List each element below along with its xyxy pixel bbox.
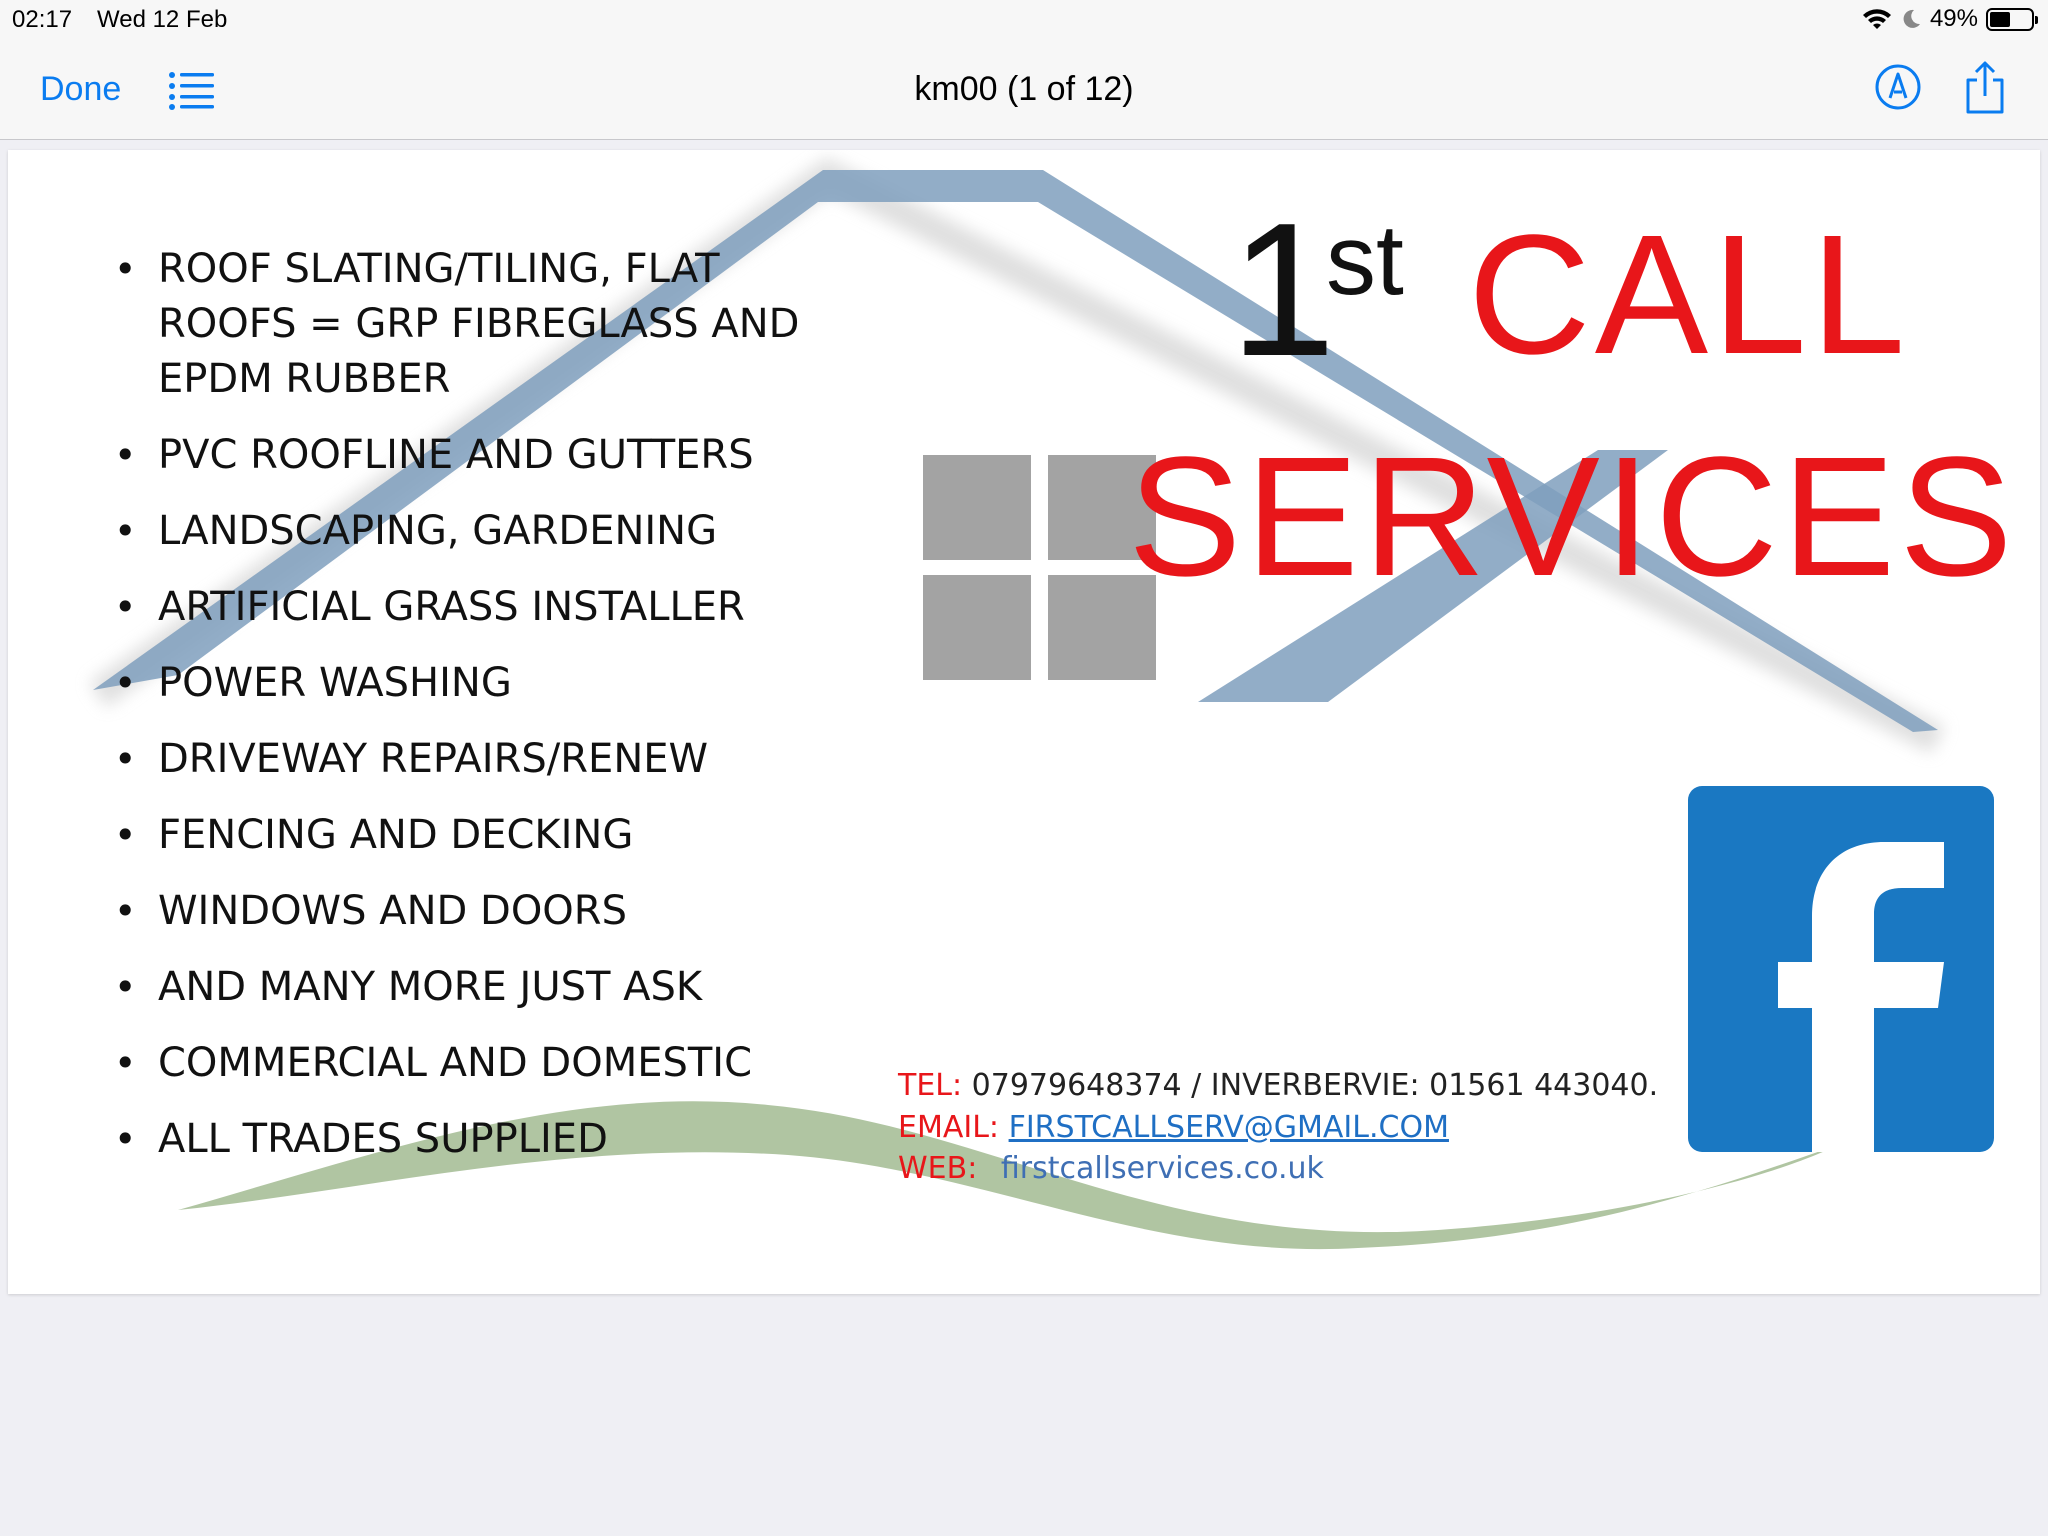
status-bar: 02:17 Wed 12 Feb 49% [0, 0, 2048, 40]
email-label: EMAIL: [898, 1110, 1000, 1145]
web-link[interactable]: firstcallservices.co.uk [1000, 1151, 1324, 1186]
moon-icon [1903, 9, 1920, 28]
status-date: Wed 12 Feb [97, 6, 228, 33]
contact-web: WEB: firstcallservices.co.uk [898, 1151, 1324, 1186]
service-item: LANDSCAPING, GARDENING [108, 504, 828, 559]
nav-bar: Done km00 (1 of 12) [0, 40, 2048, 140]
done-button[interactable]: Done [40, 70, 122, 108]
brand-suffix: st [1326, 204, 1404, 316]
battery-percent: 49% [1929, 5, 1978, 32]
tel-label: TEL: [898, 1068, 963, 1103]
service-item: AND MANY MORE JUST ASK [108, 960, 828, 1015]
service-item: ROOF SLATING/TILING, FLAT ROOFS = GRP FI… [108, 242, 828, 407]
brand-number: 1 [1230, 184, 1336, 396]
services-list: ROOF SLATING/TILING, FLAT ROOFS = GRP FI… [108, 242, 828, 1188]
markup-icon [1875, 64, 1921, 110]
list-icon [169, 72, 214, 110]
status-time: 02:17 [12, 6, 73, 33]
brand-word-services: SERVICES [1128, 422, 2017, 612]
list-button[interactable] [168, 70, 218, 110]
service-item: COMMERCIAL AND DOMESTIC [108, 1036, 828, 1091]
facebook-icon [1778, 842, 1944, 1152]
status-indicators: 49% [1862, 5, 2038, 33]
contact-tel: TEL: 07979648374 / INVERBERVIE: 01561 44… [898, 1068, 1658, 1103]
share-icon [1966, 61, 2004, 114]
document-page[interactable]: ROOF SLATING/TILING, FLAT ROOFS = GRP FI… [8, 150, 2040, 1294]
share-button[interactable] [1963, 60, 2007, 116]
brand-word-call: CALL [1468, 200, 1910, 390]
service-item: ALL TRADES SUPPLIED [108, 1112, 828, 1167]
service-item: WINDOWS AND DOORS [108, 884, 828, 939]
service-item: ARTIFICIAL GRASS INSTALLER [108, 580, 828, 635]
contact-email: EMAIL: FIRSTCALLSERV@GMAIL.COM [898, 1110, 1449, 1145]
document-title: km00 (1 of 12) [914, 70, 1134, 108]
facebook-logo[interactable] [1688, 786, 1994, 1152]
battery-icon [1986, 7, 2038, 31]
service-item: PVC ROOFLINE AND GUTTERS [108, 428, 828, 483]
markup-button[interactable] [1873, 62, 1923, 112]
service-item: FENCING AND DECKING [108, 808, 828, 863]
web-label: WEB: [898, 1151, 978, 1186]
service-item: POWER WASHING [108, 656, 828, 711]
email-link[interactable]: FIRSTCALLSERV@GMAIL.COM [1008, 1110, 1449, 1145]
service-item: DRIVEWAY REPAIRS/RENEW [108, 732, 828, 787]
wifi-icon [1862, 9, 1891, 29]
tel-value: 07979648374 / INVERBERVIE: 01561 443040. [971, 1068, 1659, 1103]
